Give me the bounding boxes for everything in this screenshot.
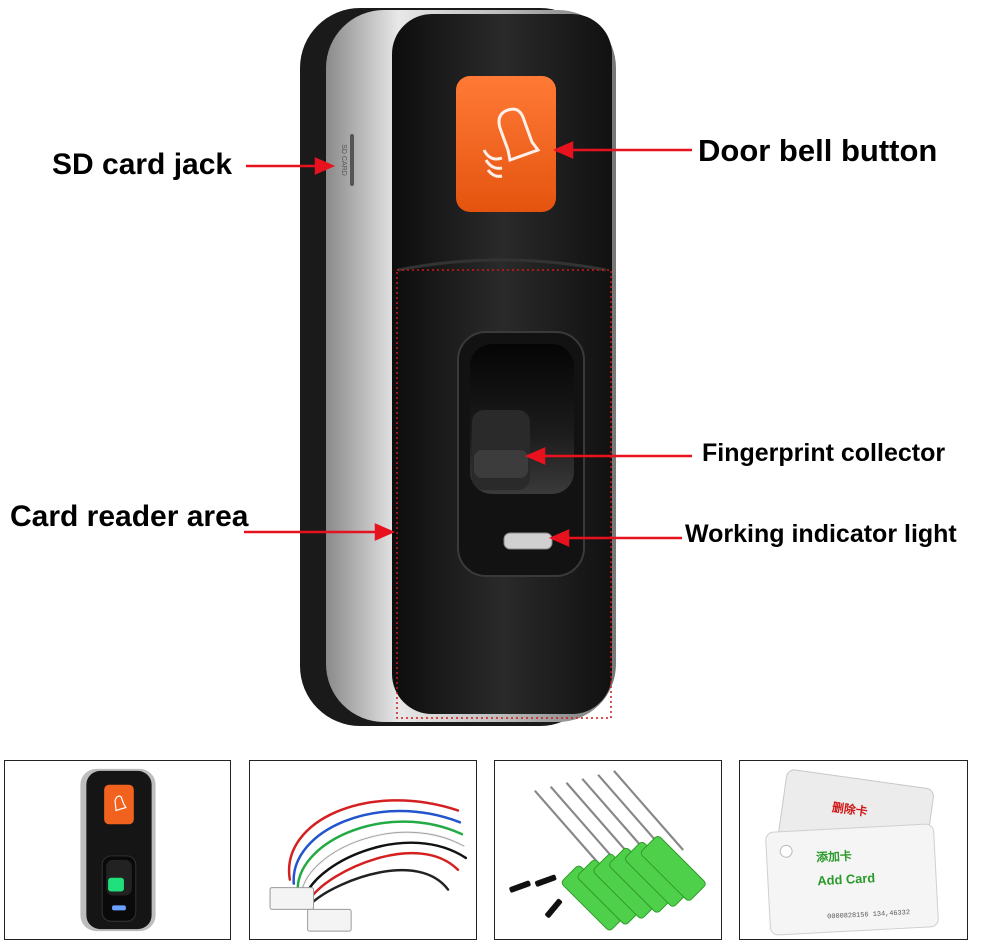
thumbnail-device bbox=[4, 760, 231, 940]
thumbnail-rfid-cards: 删除卡 添加卡 Add Card 0000828156 134,46332 bbox=[739, 760, 968, 940]
thumbnail-screws-anchors bbox=[494, 760, 722, 940]
card-front-label: Add Card bbox=[817, 870, 876, 888]
card-front-text-cn: 添加卡 bbox=[816, 849, 852, 865]
card-back-text-cn: 删除卡 bbox=[831, 800, 868, 819]
face-divider bbox=[397, 258, 607, 272]
label-fingerprint-collector: Fingerprint collector bbox=[702, 439, 946, 467]
fingerprint-sensor-highlight bbox=[474, 450, 528, 478]
working-indicator-light-shape bbox=[503, 532, 553, 550]
label-door-bell-button: Door bell button bbox=[698, 133, 938, 168]
callout-arrows bbox=[244, 141, 692, 547]
label-sd-card-jack: SD card jack bbox=[52, 148, 233, 181]
thumbnail-wire-harness bbox=[249, 760, 477, 940]
label-working-indicator-light: Working indicator light bbox=[685, 520, 957, 548]
sd-slot-text: SD CARD bbox=[340, 144, 347, 176]
rfid-cards-image: 删除卡 添加卡 Add Card 0000828156 134,46332 bbox=[765, 769, 939, 936]
bell-icon bbox=[482, 107, 541, 178]
wire-harness-image bbox=[269, 799, 468, 932]
label-card-reader-area: Card reader area bbox=[10, 500, 249, 533]
device-thumbnail-image bbox=[80, 768, 156, 932]
card-reader-area-outline bbox=[396, 269, 612, 719]
screws-anchors-image bbox=[509, 770, 706, 931]
sd-slot: SD CARD bbox=[340, 134, 354, 186]
main-device-illustration: SD CARD bbox=[244, 8, 692, 726]
